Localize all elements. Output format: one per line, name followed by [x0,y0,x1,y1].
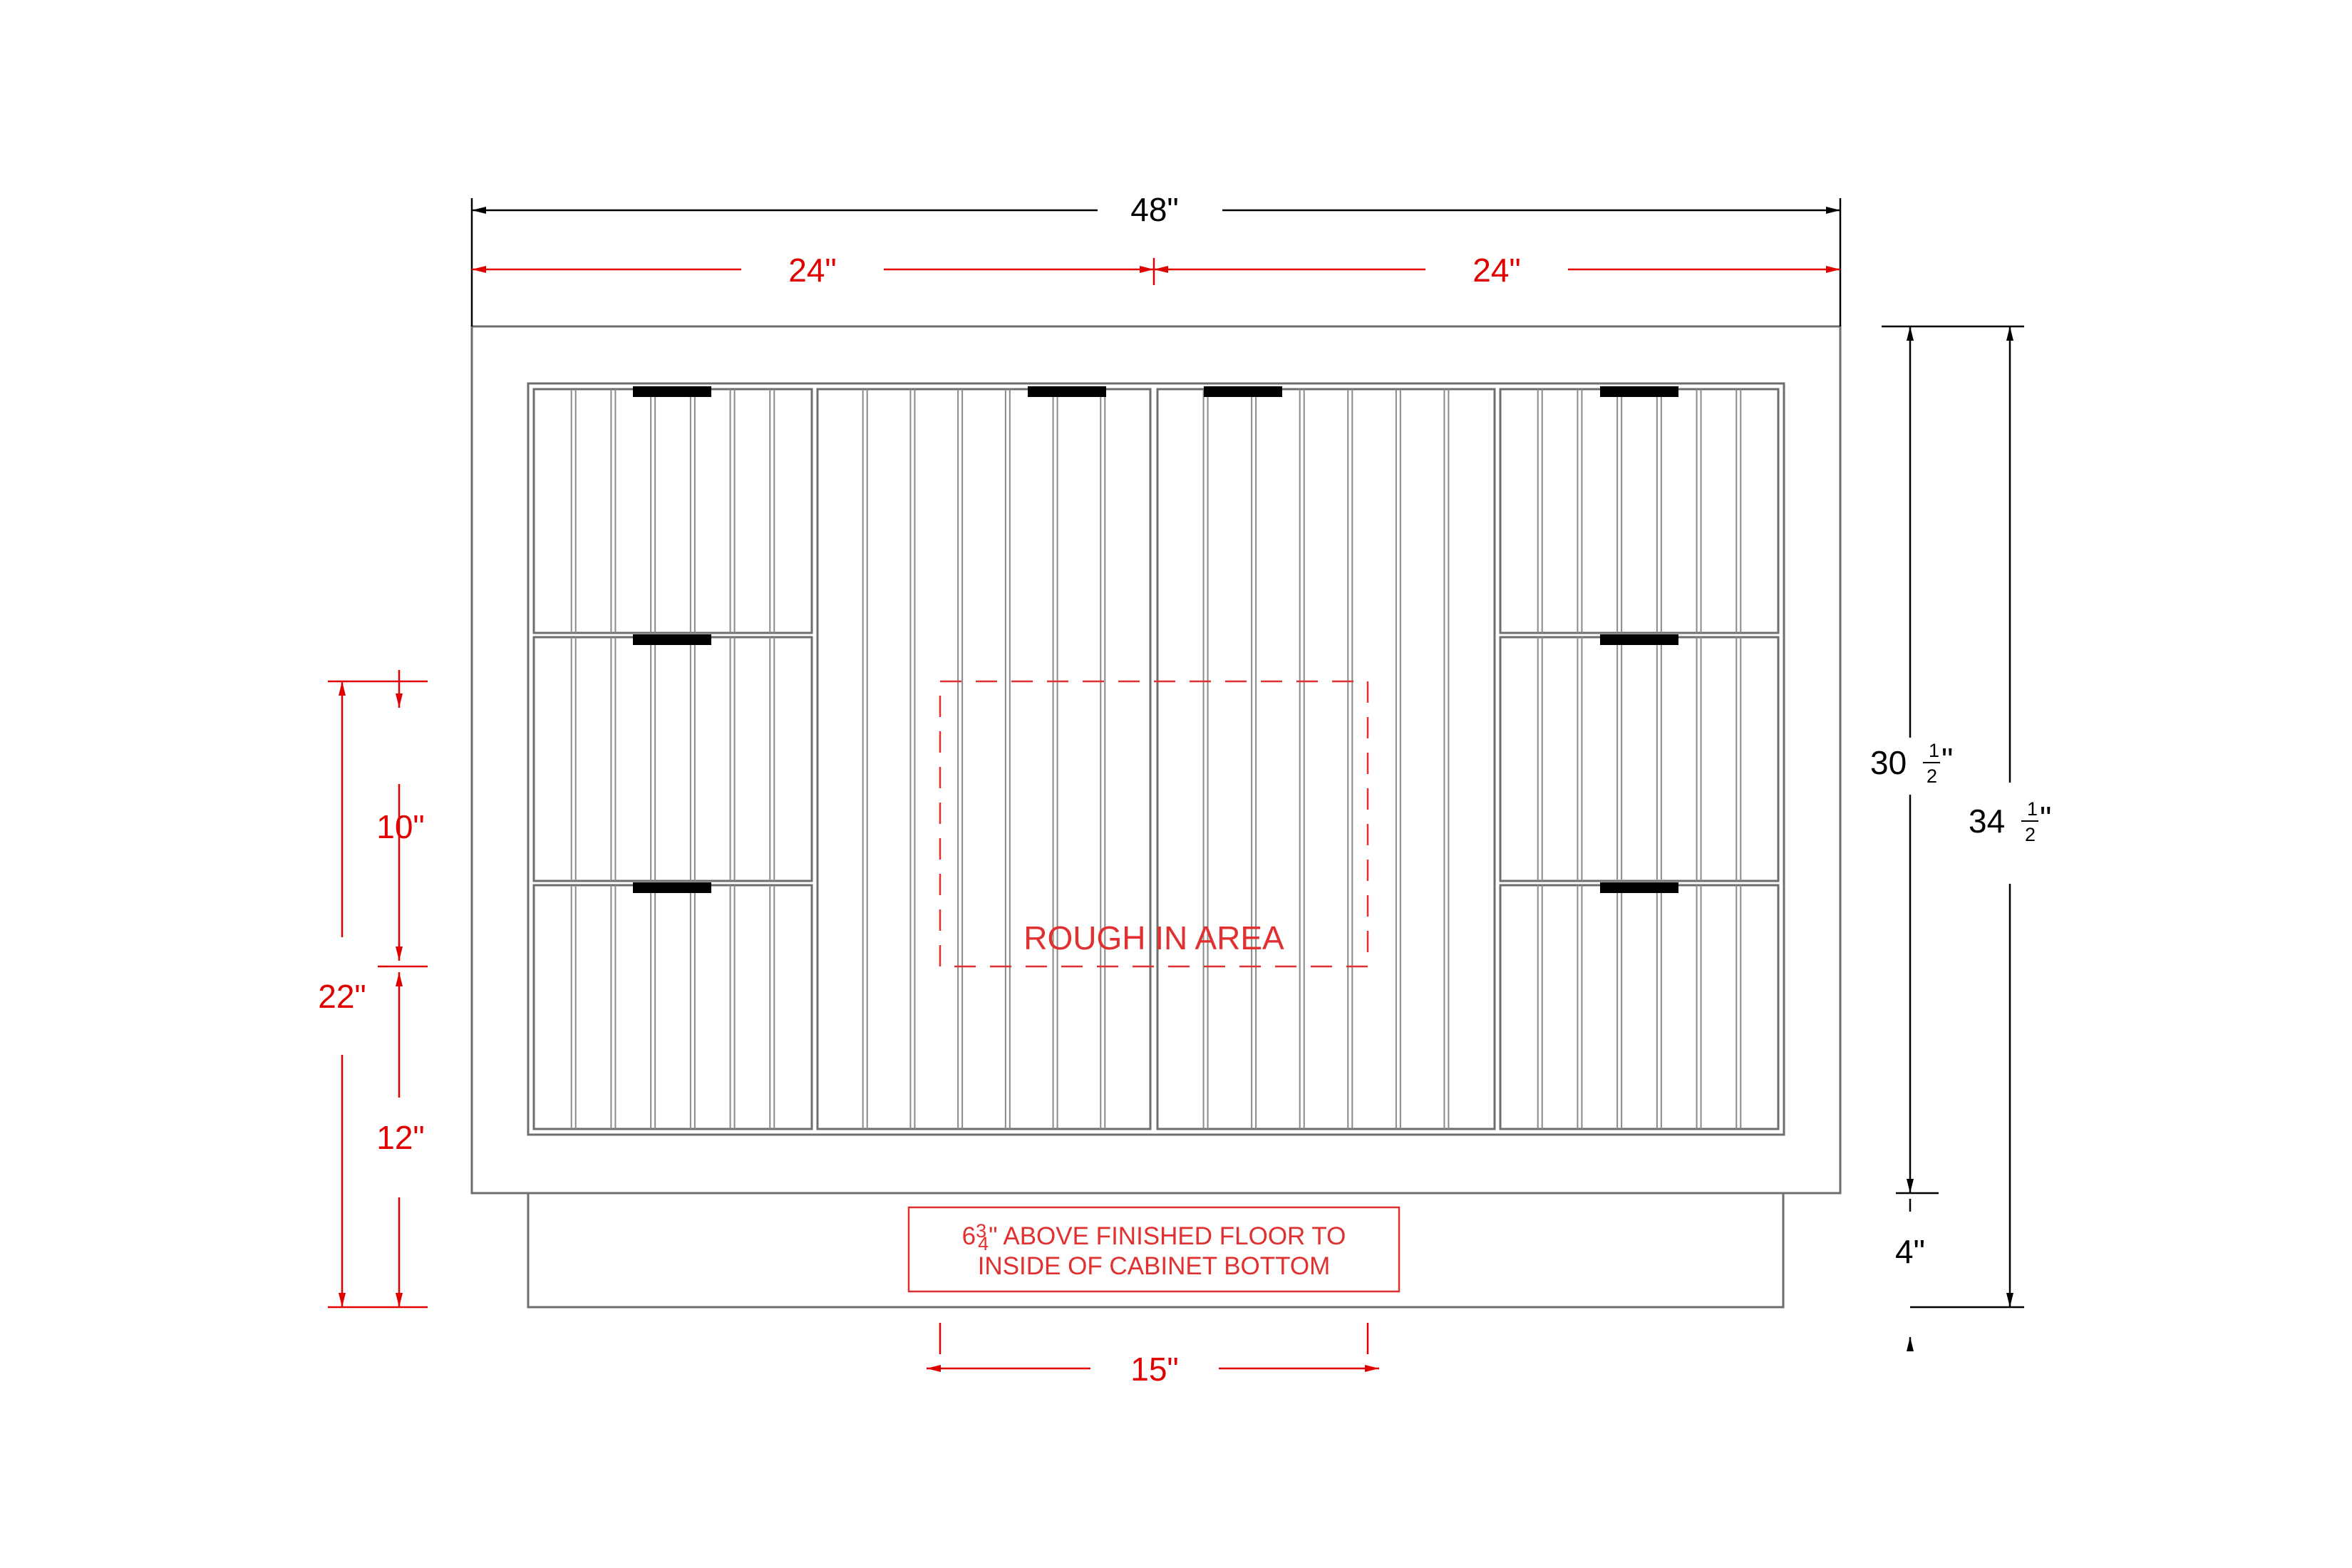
rough-in-area-outline [939,680,1369,968]
cabinet-height-whole: 30 [1870,744,1907,781]
rough-in-width-dimension [927,1323,1379,1372]
handle-pull[interactable] [1600,882,1678,893]
cabinet-panels [532,386,1780,1130]
cabinet-height-denominator: 2 [1927,765,1937,787]
cabinet-outline [470,325,1842,1309]
handle-pull[interactable] [1600,634,1678,645]
cabinet-height-numerator: 1 [1929,740,1939,761]
toe-kick-height-label: 4" [1895,1233,1925,1270]
left-drawer-1[interactable] [532,386,813,634]
right-door-frame [1156,388,1496,1130]
half-width-dimensions [472,258,1840,285]
rough-in-width-label: 15" [1130,1351,1179,1388]
floor-note-rest: " ABOVE FINISHED FLOOR TO [989,1222,1346,1250]
rough-in-upper-label: 10" [376,808,425,845]
total-height-unit: " [2040,800,2051,837]
left-drawer-2[interactable] [532,634,813,882]
left-half-width-label: 24" [788,252,837,289]
rough-in-lower-label: 12" [376,1119,425,1156]
face-frame [527,382,1785,1136]
total-height-numerator: 1 [2027,798,2038,820]
total-height-denominator: 2 [2025,824,2036,845]
rough-in-area-label: ROUGH IN AREA [1023,919,1284,956]
handle-pull[interactable] [1600,386,1678,397]
cabinet-height-unit: " [1941,741,1953,778]
cabinet-height-label: 30 [1870,744,1907,781]
handle-pull[interactable] [633,386,711,397]
right-drawer-1[interactable] [1499,386,1780,634]
rough-in-total-label: 22" [318,978,366,1015]
toe-kick [527,1193,1785,1309]
left-door-frame [816,388,1152,1130]
floor-note-line2: INSIDE OF CABINET BOTTOM [978,1252,1331,1280]
floor-note-whole: 6 [962,1222,976,1250]
rough-in-height-dimensions [328,670,428,1309]
cabinet-box [470,325,1842,1195]
handle-pull[interactable] [633,634,711,645]
overall-width-label: 48" [1130,191,1179,228]
cabinet-height-dimension [1882,325,2024,1351]
total-height-whole: 34 [1969,803,2005,840]
floor-note-denominator: 4 [978,1233,989,1254]
floor-note-box [907,1206,1401,1293]
left-drawer-3[interactable] [532,882,813,1130]
handle-pull[interactable] [1204,386,1282,397]
left-door[interactable] [816,386,1152,1130]
right-door[interactable] [1156,386,1496,1130]
handle-pull[interactable] [633,882,711,893]
right-half-width-label: 24" [1472,252,1521,289]
overall-width-dimension [470,198,1842,326]
right-drawer-2[interactable] [1499,634,1780,882]
handle-pull[interactable] [1028,386,1106,397]
floor-note-numerator: 3 [976,1220,986,1242]
total-height-label: 34 [1969,803,2005,840]
right-drawer-3[interactable] [1499,882,1780,1130]
